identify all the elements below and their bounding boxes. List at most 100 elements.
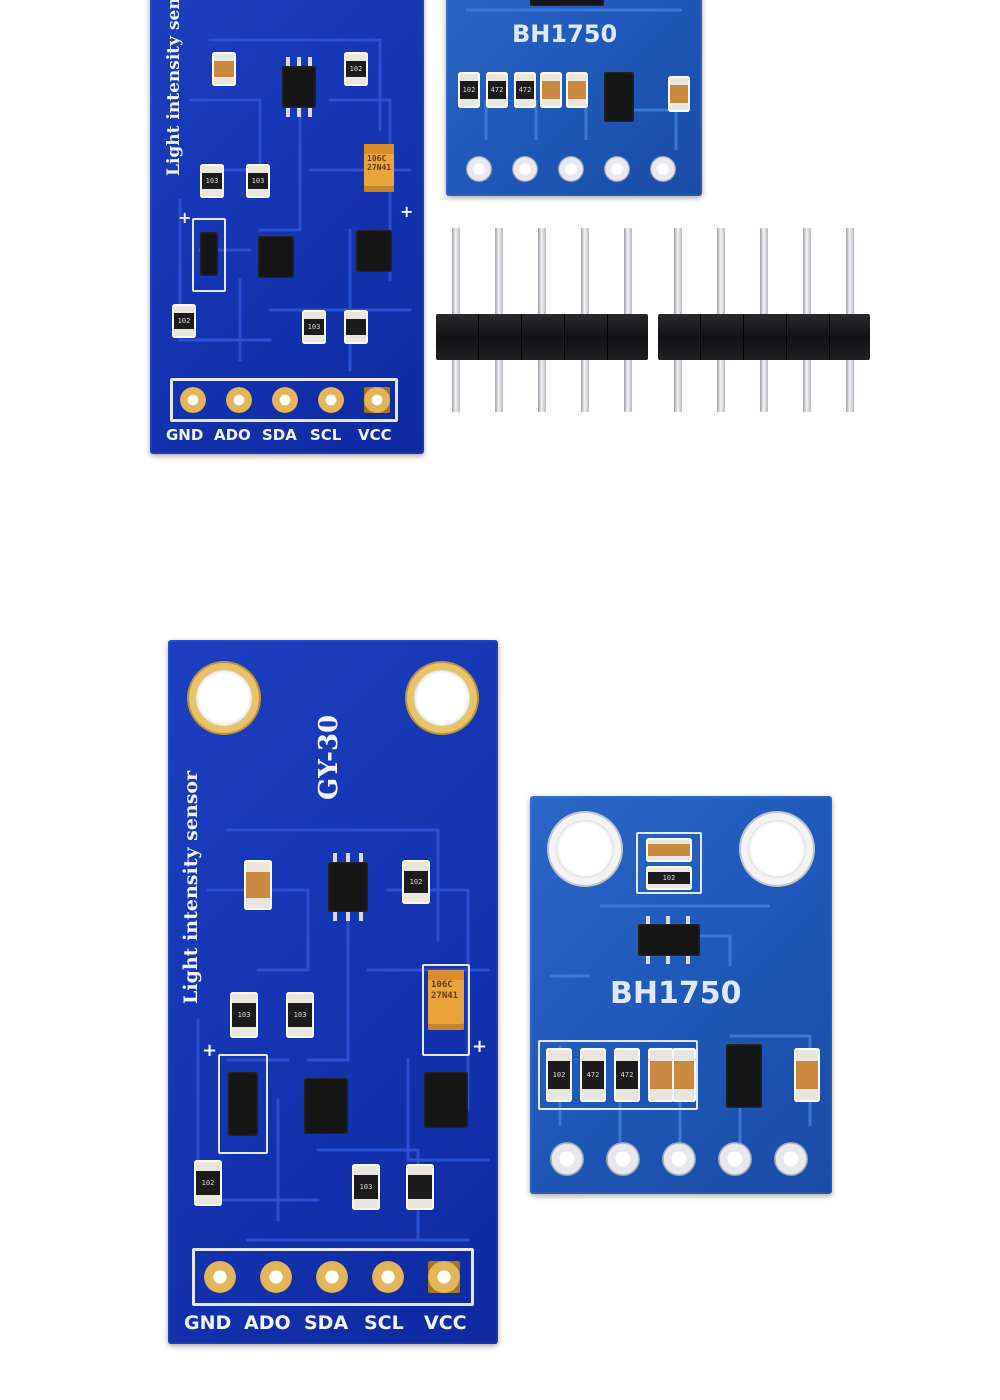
top-bh1750-chip-label: BH1750 [512, 20, 618, 48]
top-gy30-res-2: 103 [202, 166, 222, 196]
top-gy30-pin-sda: SDA [262, 426, 297, 444]
top-gy30-pin-gnd: GND [166, 426, 204, 444]
bottom-bh1750-sensor-ic [638, 916, 700, 964]
bottom-gy30-transistor-frame [218, 1054, 268, 1154]
bottom-gy30-pad-ado [260, 1261, 292, 1293]
bottom-gy30-plus-1: + [202, 1040, 218, 1061]
top-gy30-pad-vcc [364, 387, 390, 413]
top-gy30-pad-scl [318, 387, 344, 413]
top-bh1750-ic-edge [530, 0, 604, 6]
top-bh1750-cap-1 [542, 74, 560, 106]
bottom-gy30-cap-1 [246, 862, 270, 908]
top-bh1750-pad-5 [650, 156, 676, 182]
bottom-bh1750-res-2: 472 [582, 1050, 604, 1100]
top-gy30-plus-1: + [178, 208, 192, 227]
top-gy30-transistor-frame [192, 218, 226, 292]
top-gy30-vertical-label: Light intensity sensor [164, 0, 184, 176]
bottom-bh1750-res-3: 472 [616, 1050, 638, 1100]
bottom-bh1750-cap-3 [796, 1050, 818, 1100]
bottom-bh1750-cap-2 [674, 1050, 694, 1100]
bottom-bh1750-top-res-frame [636, 832, 702, 894]
bottom-bh1750-cap-1 [650, 1050, 672, 1100]
bottom-gy30-pin-sda: SDA [304, 1312, 349, 1334]
bottom-bh1750-pad-2 [606, 1142, 640, 1176]
bottom-bh1750-res-1: 102 [548, 1050, 570, 1100]
top-bh1750-regulator [604, 72, 634, 122]
top-bh1750-res-3: 472 [516, 74, 534, 106]
bottom-gy30-pin-ado: ADO [244, 1312, 291, 1334]
top-bh1750-res-1: 102 [460, 74, 478, 106]
bottom-gy30-transistor-3 [424, 1072, 468, 1128]
top-gy30-pin-vcc: VCC [358, 426, 392, 444]
bottom-gy30-pin-vcc: VCC [424, 1312, 467, 1334]
bottom-gy30-transistor-2 [304, 1078, 348, 1134]
bottom-bh1750-regulator [726, 1044, 762, 1108]
top-bh1750-pad-1 [466, 156, 492, 182]
top-bh1750-pad-2 [512, 156, 538, 182]
bottom-bh1750-board: 102 BH1750 102 472 472 [530, 796, 832, 1194]
top-gy30-pad-gnd [180, 387, 206, 413]
top-gy30-res-4: 102 [174, 306, 194, 336]
top-bh1750-pad-3 [558, 156, 584, 182]
top-bh1750-pad-4 [604, 156, 630, 182]
top-bh1750-cap-3 [670, 78, 688, 110]
top-gy30-pin-scl: SCL [310, 426, 342, 444]
bottom-gy30-model-label: GY-30 [314, 714, 344, 800]
top-gy30-traces [178, 38, 412, 372]
bottom-gy30-res-3: 103 [288, 994, 312, 1036]
top-bh1750-traces [466, 8, 682, 150]
top-gy30-cap-1 [214, 54, 234, 84]
top-bh1750-board: BH1750 102 472 472 [446, 0, 702, 196]
bottom-gy30-pad-gnd [204, 1261, 236, 1293]
bottom-gy30-header-frame [192, 1248, 474, 1306]
bottom-bh1750-pad-5 [774, 1142, 808, 1176]
bottom-gy30-pin-scl: SCL [364, 1312, 404, 1334]
bottom-gy30-board: GY-30 Light intensity sensor 102 103 103… [168, 640, 498, 1344]
bottom-gy30-vertical-label: Light intensity sensor [180, 770, 202, 1004]
bottom-gy30-pad-sda [316, 1261, 348, 1293]
bottom-gy30-mount-hole-left [196, 670, 252, 726]
bottom-gy30-transistor-1 [228, 1072, 258, 1136]
pin-header-left [436, 228, 648, 412]
top-gy30-pad-ado [226, 387, 252, 413]
bottom-gy30-pad-vcc [428, 1261, 460, 1293]
bottom-gy30-res-6 [408, 1166, 432, 1208]
bottom-bh1750-mount-hole-right [748, 820, 806, 878]
top-gy30-res-6 [346, 312, 366, 342]
top-bh1750-cap-2 [568, 74, 586, 106]
bottom-bh1750-pad-4 [718, 1142, 752, 1176]
top-gy30-res-3: 103 [248, 166, 268, 196]
bottom-bh1750-chip-label: BH1750 [610, 976, 742, 1011]
bottom-gy30-res-1: 102 [404, 862, 428, 902]
top-gy30-transistor-3 [356, 230, 392, 272]
top-gy30-header-frame [170, 378, 398, 422]
bottom-gy30-pad-scl [372, 1261, 404, 1293]
bottom-gy30-res-4: 102 [196, 1162, 220, 1204]
pin-header-right [658, 228, 870, 412]
bottom-bh1750-cap-top [648, 840, 690, 860]
bottom-gy30-main-ic [328, 853, 368, 921]
top-gy30-res-5: 103 [304, 312, 324, 342]
bottom-gy30-mount-hole-right [414, 670, 470, 726]
bottom-gy30-res-2: 103 [232, 994, 256, 1036]
top-gy30-plus-2: + [400, 202, 414, 221]
bottom-bh1750-mount-hole-left [556, 820, 614, 878]
bottom-bh1750-pad-1 [550, 1142, 584, 1176]
bottom-gy30-pin-gnd: GND [184, 1312, 232, 1334]
bottom-gy30-plus-2: + [472, 1036, 488, 1057]
top-gy30-transistor-2 [258, 236, 294, 278]
top-gy30-transistor-1 [200, 232, 218, 276]
bottom-bh1750-res-top: 102 [648, 868, 690, 888]
top-gy30-res-1: 102 [346, 54, 366, 84]
top-gy30-pad-sda [272, 387, 298, 413]
top-gy30-pin-ado: ADO [214, 426, 251, 444]
bottom-gy30-res-5: 103 [354, 1166, 378, 1208]
bottom-gy30-cap-frame [422, 964, 470, 1056]
bottom-bh1750-pad-3 [662, 1142, 696, 1176]
top-bh1750-res-2: 472 [488, 74, 506, 106]
bottom-bh1750-res-row-frame [538, 1040, 698, 1110]
